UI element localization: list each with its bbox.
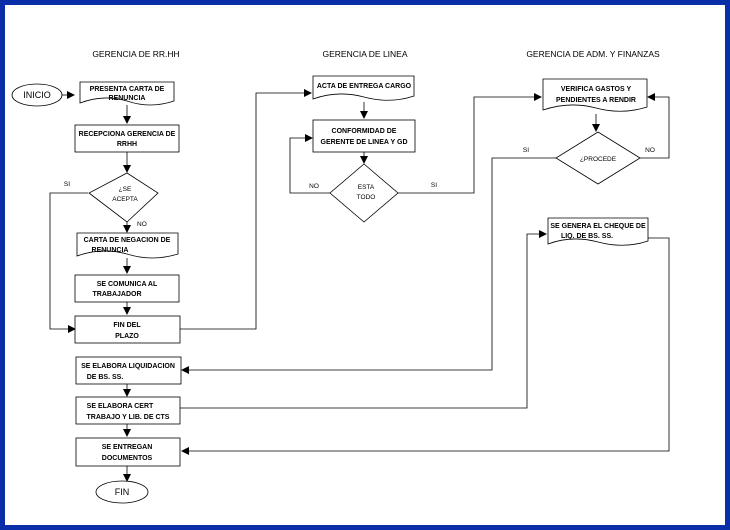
cheque-label-2: LIQ. DE BS. SS. bbox=[561, 233, 613, 240]
cert-box bbox=[75, 396, 181, 425]
negacion-label-2: RENUNCIA bbox=[92, 247, 129, 254]
conformidad-label-1: CONFORMIDAD DE bbox=[332, 128, 397, 135]
liquidacion-label-1: SE ELABORA LIQUIDACION bbox=[81, 363, 175, 370]
recepciona-label-2: RRHH bbox=[117, 141, 137, 148]
lane-header-adm: GERENCIA DE ADM. Y FINANZAS bbox=[526, 49, 660, 59]
edge-label-todo-si: SI bbox=[431, 182, 437, 189]
recepciona-box bbox=[74, 124, 180, 153]
recepciona-label-1: RECEPCIONA GERENCIA DE bbox=[79, 131, 176, 138]
lane-header-rrhh: GERENCIA DE RR.HH bbox=[92, 49, 179, 59]
negacion-document bbox=[76, 232, 179, 259]
conformidad-box bbox=[312, 119, 416, 153]
comunica-box bbox=[74, 274, 180, 303]
edge-todo-no bbox=[289, 134, 330, 194]
acta-label: ACTA DE ENTREGA CARGO bbox=[317, 83, 412, 90]
entregan-label-1: SE ENTREGAN bbox=[102, 444, 153, 451]
liquidacion-label-2: DE BS. SS. bbox=[87, 374, 124, 381]
verifica-label-2: PENDIENTES A RENDIR bbox=[556, 97, 636, 104]
connectors bbox=[49, 89, 670, 482]
edge-label-procede-no: NO bbox=[645, 147, 655, 154]
comunica-label-1: SE COMUNICA AL bbox=[97, 281, 158, 288]
edge-procede-no bbox=[640, 93, 670, 159]
acepta-decision bbox=[88, 172, 159, 223]
fin-plazo-label-1: FIN DEL bbox=[113, 322, 141, 329]
fin-plazo-label-2: PLAZO bbox=[115, 333, 139, 340]
presenta-label-2: RENUNCIA bbox=[109, 95, 146, 102]
entregan-box bbox=[75, 437, 181, 467]
procede-label: ¿PROCEDE bbox=[580, 156, 617, 163]
presenta-carta-document bbox=[79, 81, 175, 106]
cert-label-1: SE ELABORA CERT bbox=[87, 403, 154, 410]
edge-label-todo-no: NO bbox=[309, 183, 319, 190]
acepta-label-1: ¿SE bbox=[119, 186, 132, 193]
end-label: FIN bbox=[115, 487, 130, 497]
liquidacion-box bbox=[75, 356, 182, 385]
cheque-document bbox=[547, 217, 649, 246]
cheque-label-1: SE GENERA EL CHEQUE DE bbox=[550, 223, 646, 230]
comunica-label-2: TRABAJADOR bbox=[93, 291, 142, 298]
start-terminal bbox=[11, 83, 63, 107]
verifica-label-1: VERIFICA GASTOS Y bbox=[561, 86, 632, 93]
negacion-label-1: CARTA DE NEGACION DE bbox=[84, 237, 171, 244]
edge-acepta-si-finplazo bbox=[49, 192, 88, 333]
edge-label-procede-si: SI bbox=[523, 147, 529, 154]
todo-label-2: TODO bbox=[357, 194, 376, 201]
verifica-document bbox=[542, 78, 648, 112]
end-terminal bbox=[95, 480, 149, 504]
edge-finplazo-acta bbox=[180, 89, 312, 330]
edge-cert-cheque bbox=[180, 230, 547, 409]
fin-plazo-box bbox=[74, 315, 181, 344]
procede-decision bbox=[555, 131, 641, 185]
cert-label-2: TRABAJO Y LIB. DE CTS bbox=[87, 414, 170, 421]
lane-header-linea: GERENCIA DE LINEA bbox=[322, 49, 407, 59]
entregan-label-2: DOCUMENTOS bbox=[102, 455, 153, 462]
edge-label-acepta-no: NO bbox=[137, 221, 147, 228]
edge-cheque-entregan bbox=[181, 237, 670, 455]
acepta-label-2: ACEPTA bbox=[112, 196, 138, 203]
start-label: INICIO bbox=[23, 90, 51, 100]
todo-decision bbox=[329, 163, 399, 223]
acta-document bbox=[312, 75, 415, 101]
presenta-label-1: PRESENTA CARTA DE bbox=[90, 86, 165, 93]
edge-todo-si-verifica bbox=[398, 93, 542, 194]
todo-label-1: ESTA bbox=[358, 184, 375, 191]
edge-label-acepta-si: SI bbox=[64, 181, 70, 188]
conformidad-label-2: GERENTE DE LINEA Y GD bbox=[321, 139, 408, 146]
edge-procede-si-liquidacion bbox=[181, 157, 556, 374]
